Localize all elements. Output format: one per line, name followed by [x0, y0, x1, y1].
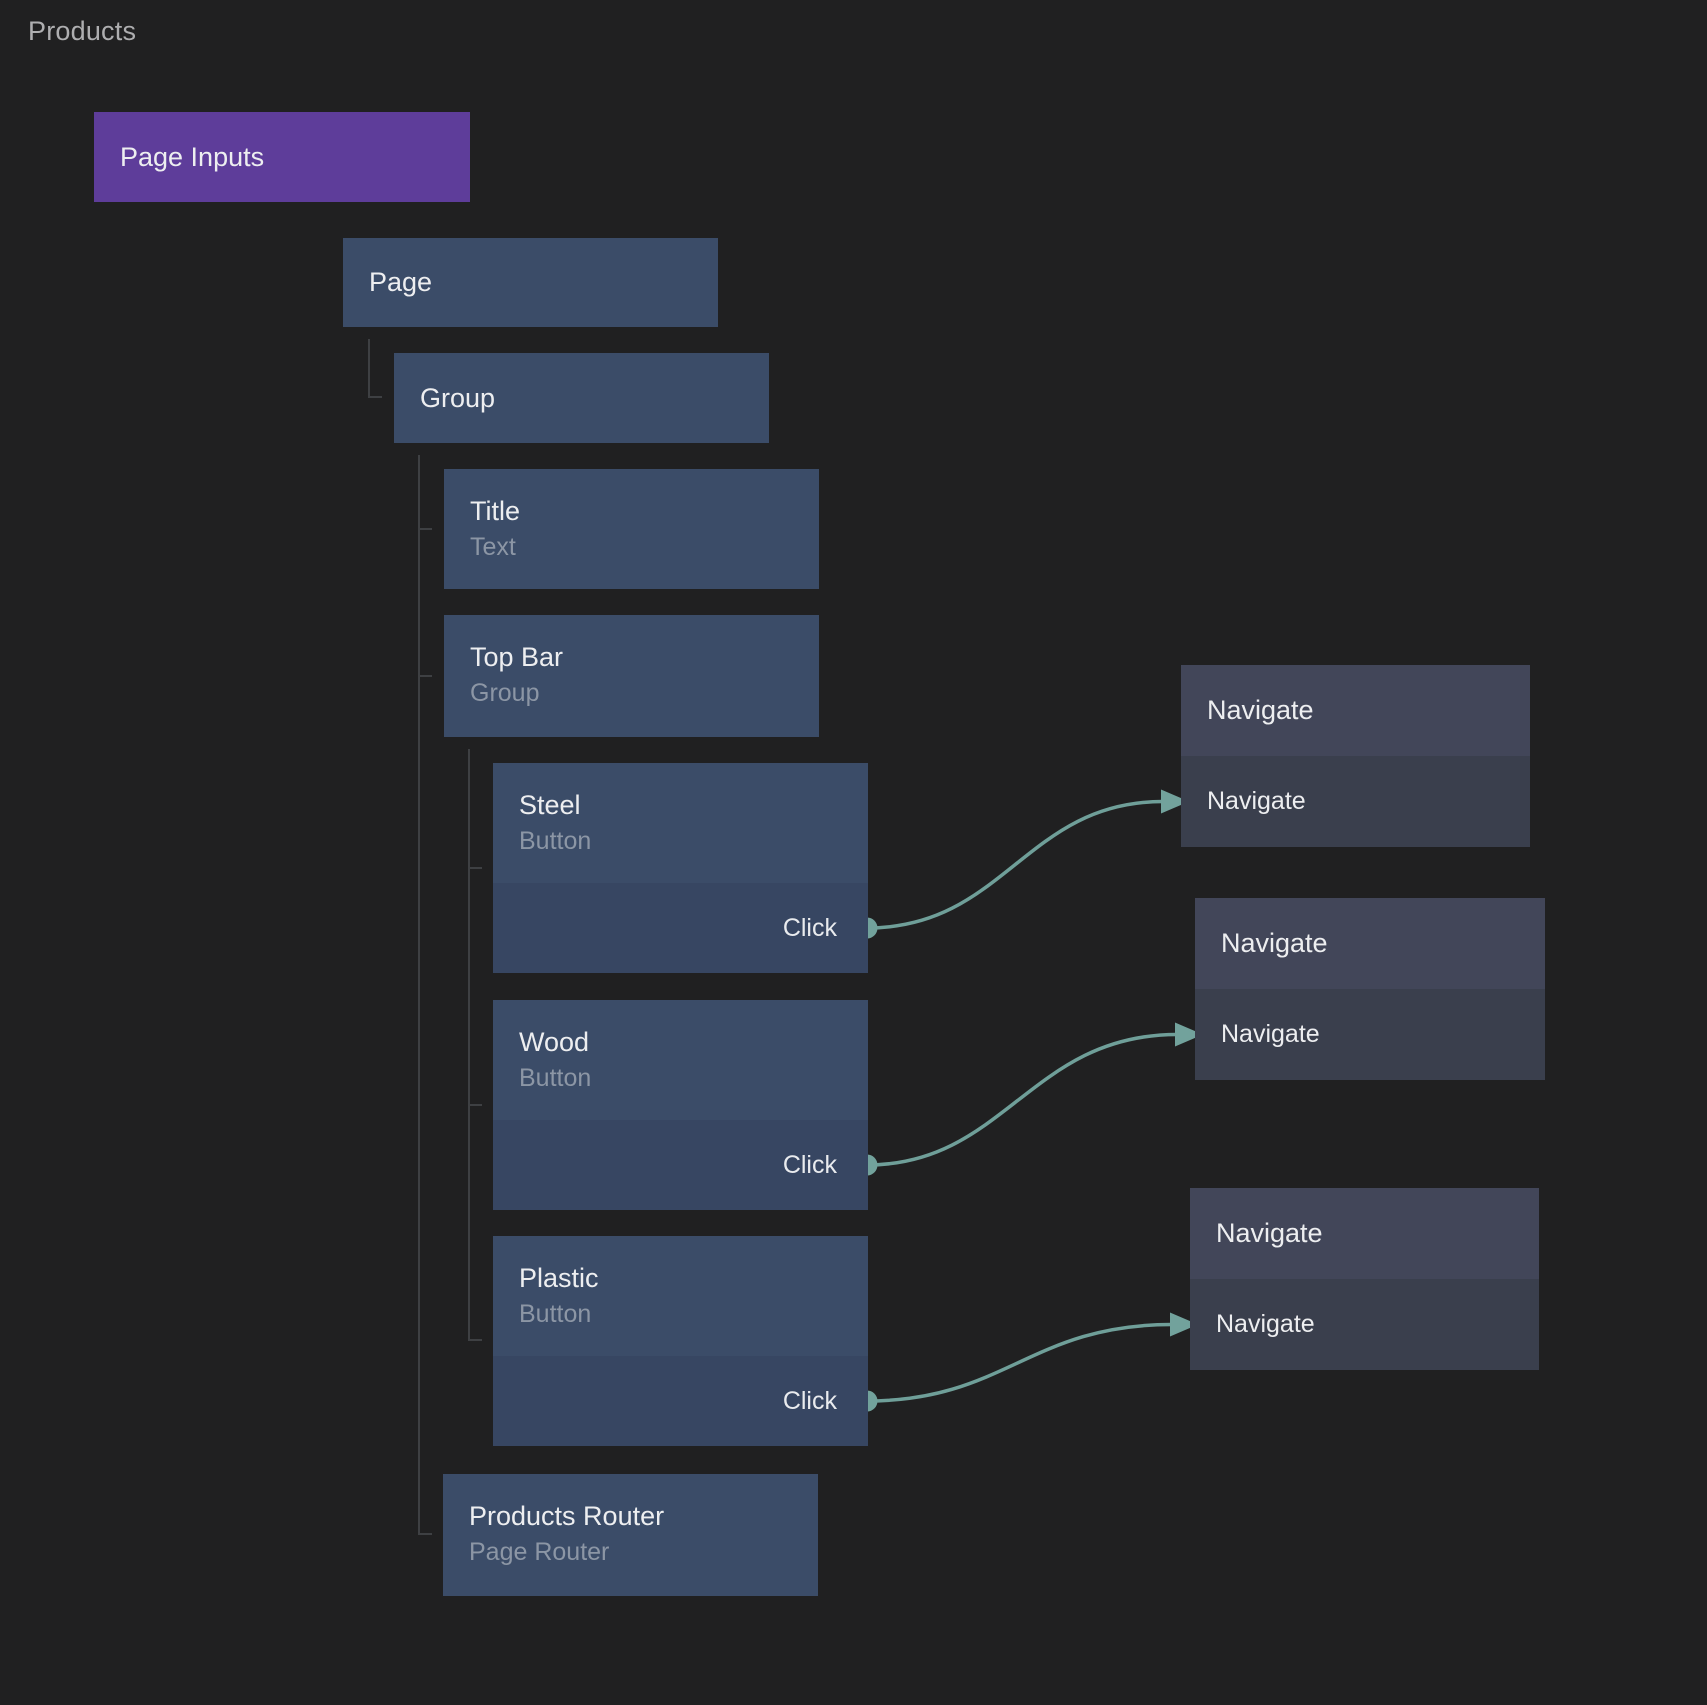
node-label: Title — [470, 496, 521, 526]
action-step-navigate[interactable]: Navigate — [1190, 1279, 1539, 1370]
tree-connector-line — [468, 867, 482, 869]
action-title: Navigate — [1216, 1218, 1323, 1248]
node-type-label: Button — [519, 1300, 592, 1328]
action-step-navigate[interactable]: Navigate — [1195, 989, 1545, 1080]
node-plastic[interactable]: Plastic Button Click — [493, 1236, 868, 1446]
action-title: Navigate — [1207, 695, 1314, 725]
tree-connector-line — [418, 675, 432, 677]
node-top-bar[interactable]: Top Bar Group — [444, 615, 819, 737]
action-step-label: Navigate — [1216, 1310, 1315, 1338]
tree-connector-line — [468, 749, 470, 1341]
node-steel-body[interactable]: Steel Button — [493, 763, 868, 883]
node-label: Wood — [519, 1027, 590, 1057]
node-type-label: Group — [470, 679, 540, 707]
node-type-label: Button — [519, 1064, 592, 1092]
action-step-label: Navigate — [1207, 787, 1306, 815]
node-steel-click-row[interactable]: Click — [493, 883, 868, 973]
node-wood-body[interactable]: Wood Button — [493, 1000, 868, 1120]
click-event-label: Click — [782, 1150, 837, 1179]
action-node-header: Navigate — [1195, 898, 1545, 989]
node-plastic-click-row[interactable]: Click — [493, 1356, 868, 1446]
node-type-label: Text — [470, 533, 516, 561]
node-page-inputs[interactable]: Page Inputs — [94, 112, 470, 202]
node-plastic-body[interactable]: Plastic Button — [493, 1236, 868, 1356]
node-steel[interactable]: Steel Button Click — [493, 763, 868, 973]
node-label: Steel — [519, 790, 581, 820]
tree-connector-line — [418, 1533, 432, 1535]
action-node-navigate-2[interactable]: Navigate Navigate — [1195, 898, 1545, 1080]
tree-connector-line — [468, 1104, 482, 1106]
wire-plastic-to-navigate — [865, 1322, 1174, 1403]
node-label: Plastic — [519, 1263, 599, 1293]
action-node-header: Navigate — [1181, 665, 1530, 756]
node-label: Group — [420, 382, 496, 413]
node-label: Page Inputs — [120, 141, 265, 172]
action-step-label: Navigate — [1221, 1020, 1320, 1048]
click-event-label: Click — [782, 913, 837, 942]
screen-title: Products — [28, 16, 137, 46]
action-node-navigate-3[interactable]: Navigate Navigate — [1190, 1188, 1539, 1370]
node-label: Products Router — [469, 1501, 665, 1531]
node-page[interactable]: Page — [343, 238, 718, 327]
action-step-navigate[interactable]: Navigate — [1181, 756, 1530, 847]
action-node-navigate-1[interactable]: Navigate Navigate — [1181, 665, 1530, 847]
wire-wood-to-navigate — [865, 1032, 1179, 1167]
node-title-text[interactable]: Title Text — [444, 469, 819, 589]
action-title: Navigate — [1221, 928, 1328, 958]
node-label: Top Bar — [470, 642, 564, 672]
tree-connector-line — [418, 455, 420, 1535]
tree-connector-line — [368, 339, 370, 398]
tree-connector-line — [468, 1339, 482, 1341]
action-node-header: Navigate — [1190, 1188, 1539, 1279]
node-wood-click-row[interactable]: Click — [493, 1120, 868, 1210]
tree-connector-line — [418, 528, 432, 530]
node-products-router[interactable]: Products Router Page Router — [443, 1474, 818, 1596]
node-wood[interactable]: Wood Button Click — [493, 1000, 868, 1210]
node-group[interactable]: Group — [394, 353, 769, 443]
click-event-label: Click — [782, 1386, 837, 1415]
tree-connector-line — [368, 396, 382, 398]
node-type-label: Button — [519, 827, 592, 855]
node-type-label: Page Router — [469, 1538, 610, 1566]
wire-steel-to-navigate — [865, 799, 1165, 930]
node-label: Page — [369, 267, 433, 297]
